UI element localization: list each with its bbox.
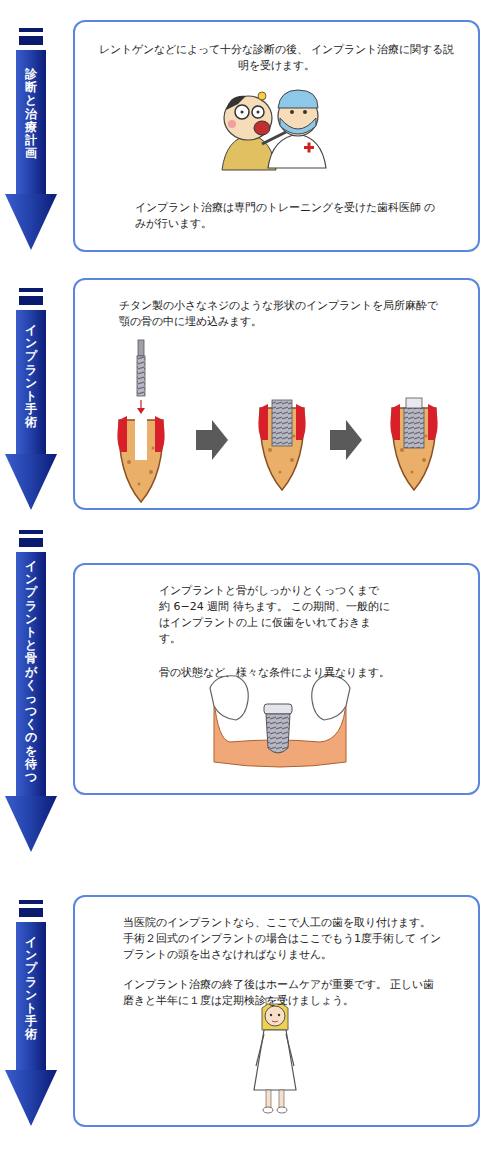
step-arrow: 診断と治療計画 <box>5 28 57 250</box>
step-description: インプラントと骨がしっかりとくっつくまで 約 6−24 週間 待ちます。 この期… <box>159 583 393 647</box>
step-title: インプラントと骨がくっつくのを待つ <box>25 560 37 784</box>
step-title: インプラント手術 <box>25 324 37 430</box>
healing-implant <box>210 676 350 767</box>
step-description: 骨の状態など、様々な条件により異なります。 <box>159 665 409 681</box>
step-box: 当医院のインプラントなら、ここで人工の歯を取り付けます。 手術２回式のインプラン… <box>73 895 480 1127</box>
step-description: インプラント治療の終了後はホームケアが重要です。 正しい歯磨きと半年に１度は定期… <box>123 977 445 1009</box>
step-box: チタン製の小さなネジのような形状のインプラントを局所麻酔で 顎の骨の中に埋め込み… <box>73 278 480 510</box>
step-box: インプラントと骨がしっかりとくっつくまで 約 6−24 週間 待ちます。 この期… <box>73 563 480 795</box>
step-title: インプラント手術 <box>25 936 37 1042</box>
step-description: チタン製の小さなネジのような形状のインプラントを局所麻酔で 顎の骨の中に埋め込み… <box>119 298 449 330</box>
step-arrow: インプラントと骨がくっつくのを待つ <box>5 530 57 852</box>
step-description: インプラント治療は専門のトレーニングを受けた歯科医師 のみが行います。 <box>135 200 437 232</box>
step-arrow: インプラント手術 <box>5 288 57 510</box>
surgery-stages <box>117 340 437 502</box>
nurse-figure <box>254 998 296 1113</box>
consultation-cartoon <box>222 90 326 170</box>
step-description: レントゲンなどによって十分な診断の後、 インプラント治療に関する説明を受けます。 <box>95 42 458 74</box>
step-title: 診断と治療計画 <box>25 68 37 160</box>
step-description: 当医院のインプラントなら、ここで人工の歯を取り付けます。 手術２回式のインプラン… <box>123 915 445 963</box>
step-box: レントゲンなどによって十分な診断の後、 インプラント治療に関する説明を受けます。… <box>73 20 480 252</box>
step-arrow: インプラント手術 <box>5 900 57 1126</box>
